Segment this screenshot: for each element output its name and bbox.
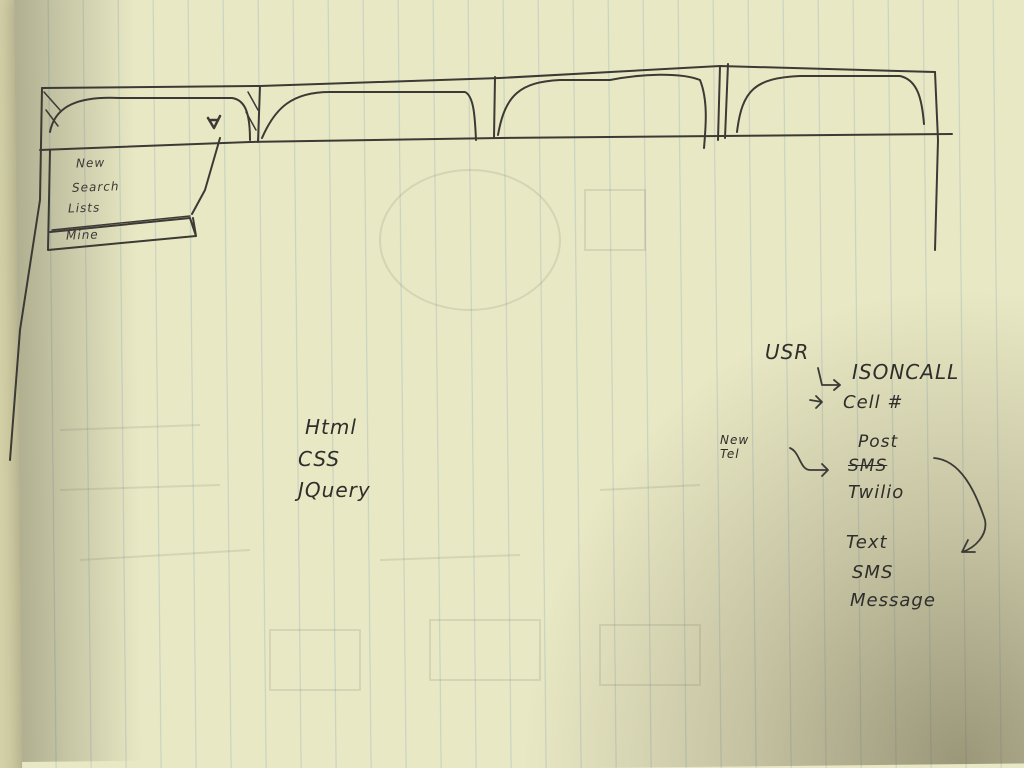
dropdown-item-lists[interactable]: Lists <box>67 200 101 216</box>
bleed-through-box-3 <box>429 619 541 681</box>
note-twilio: Twilio <box>848 482 905 503</box>
bleed-through-box-4 <box>599 624 701 686</box>
dropdown-item-mine[interactable]: Mine <box>65 227 99 243</box>
tech-css: CSS <box>298 447 341 471</box>
bleed-through-lines <box>59 424 701 561</box>
tech-jquery: JQuery <box>298 478 371 502</box>
bleed-through-box-1 <box>584 189 646 251</box>
note-usr: USR <box>765 340 810 364</box>
arrow-post-text <box>933 457 987 553</box>
dropdown-panel <box>47 137 221 251</box>
arrow-usr-isoncall <box>817 367 841 391</box>
tab-divider-1 <box>257 85 261 143</box>
frame-left-edge <box>9 87 43 461</box>
tab-divider-2 <box>493 76 496 139</box>
tab-3-shape <box>497 73 707 149</box>
arrow-newtel-post <box>789 447 829 477</box>
bleed-through-box-2 <box>269 629 361 691</box>
note-isoncall: ISONCALL <box>852 360 960 384</box>
note-sms: SMS <box>852 562 894 583</box>
note-message: Message <box>850 590 936 611</box>
dropdown-item-new[interactable]: New <box>75 155 106 171</box>
tab-4-shape <box>736 75 925 133</box>
tab-divider-3b <box>717 65 721 141</box>
dropdown-arrow <box>206 114 222 130</box>
tab-divider-3 <box>724 63 729 139</box>
arrow-usr-cell <box>809 395 823 409</box>
tab-1-shape <box>49 96 251 141</box>
bleed-through-circle <box>379 169 561 311</box>
frame-top-line <box>41 65 936 89</box>
note-text: Text <box>846 532 888 553</box>
frame-right-edge <box>934 71 939 251</box>
tab-1-hatch <box>43 91 259 131</box>
dropdown-item-search[interactable]: Search <box>71 179 120 195</box>
note-cell: Cell # <box>843 392 904 413</box>
frame-bottom-line <box>39 133 953 151</box>
dropdown-separator <box>51 215 191 231</box>
tech-html: Html <box>305 415 357 439</box>
note-new-tel: New Tel <box>720 433 750 461</box>
tab-2-shape <box>261 91 477 141</box>
note-sms-struck: SMS <box>848 456 888 476</box>
note-post: Post <box>858 432 899 452</box>
